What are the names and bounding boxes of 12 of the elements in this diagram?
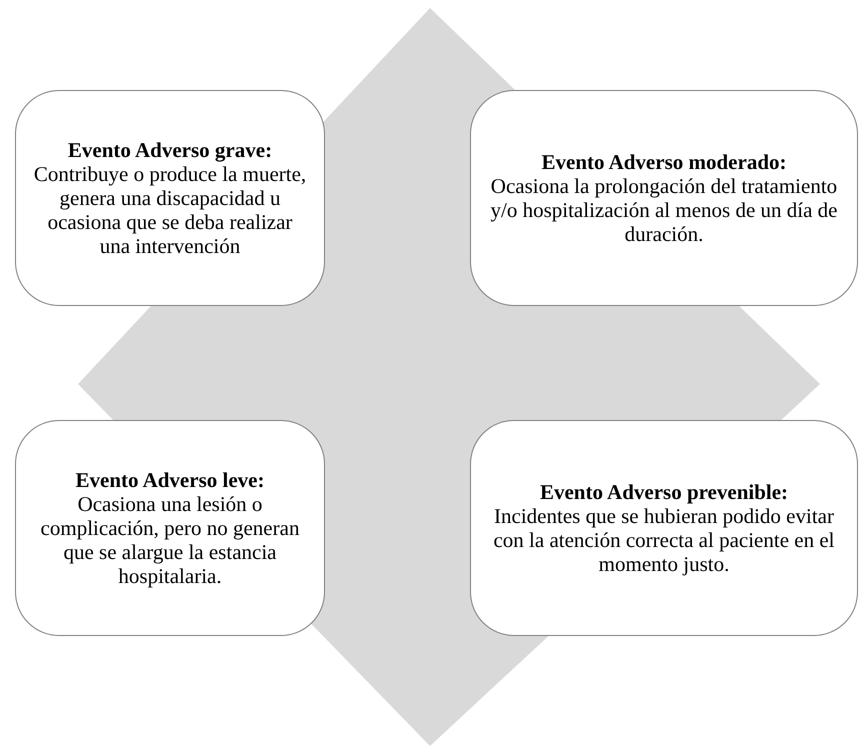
node-heading: Evento Adverso leve:: [76, 468, 264, 492]
rounded-box: [470, 90, 858, 306]
node-heading: Evento Adverso grave:: [68, 138, 272, 162]
node-heading: Evento Adverso prevenible:: [540, 480, 788, 504]
rounded-box: [470, 420, 858, 636]
node-description: Contribuye o produce la muerte, genera una discapacidad u ocasiona que se deba realizar una intervención: [32, 162, 308, 258]
node-description: Ocasiona una lesión o complicación, pero no generan que se alargue la estancia hospitalaria.: [40, 492, 300, 588]
node-description: Incidentes que se hubieran podido evitar con la atención correcta al paciente en el momento justo.: [492, 504, 836, 576]
rounded-box: [15, 90, 325, 306]
rounded-box: [15, 420, 325, 636]
node-heading: Evento Adverso moderado:: [542, 150, 786, 174]
node-description: Ocasiona la prolongación del tratamiento y/o hospitalización al menos de un día de duración.: [490, 174, 838, 246]
